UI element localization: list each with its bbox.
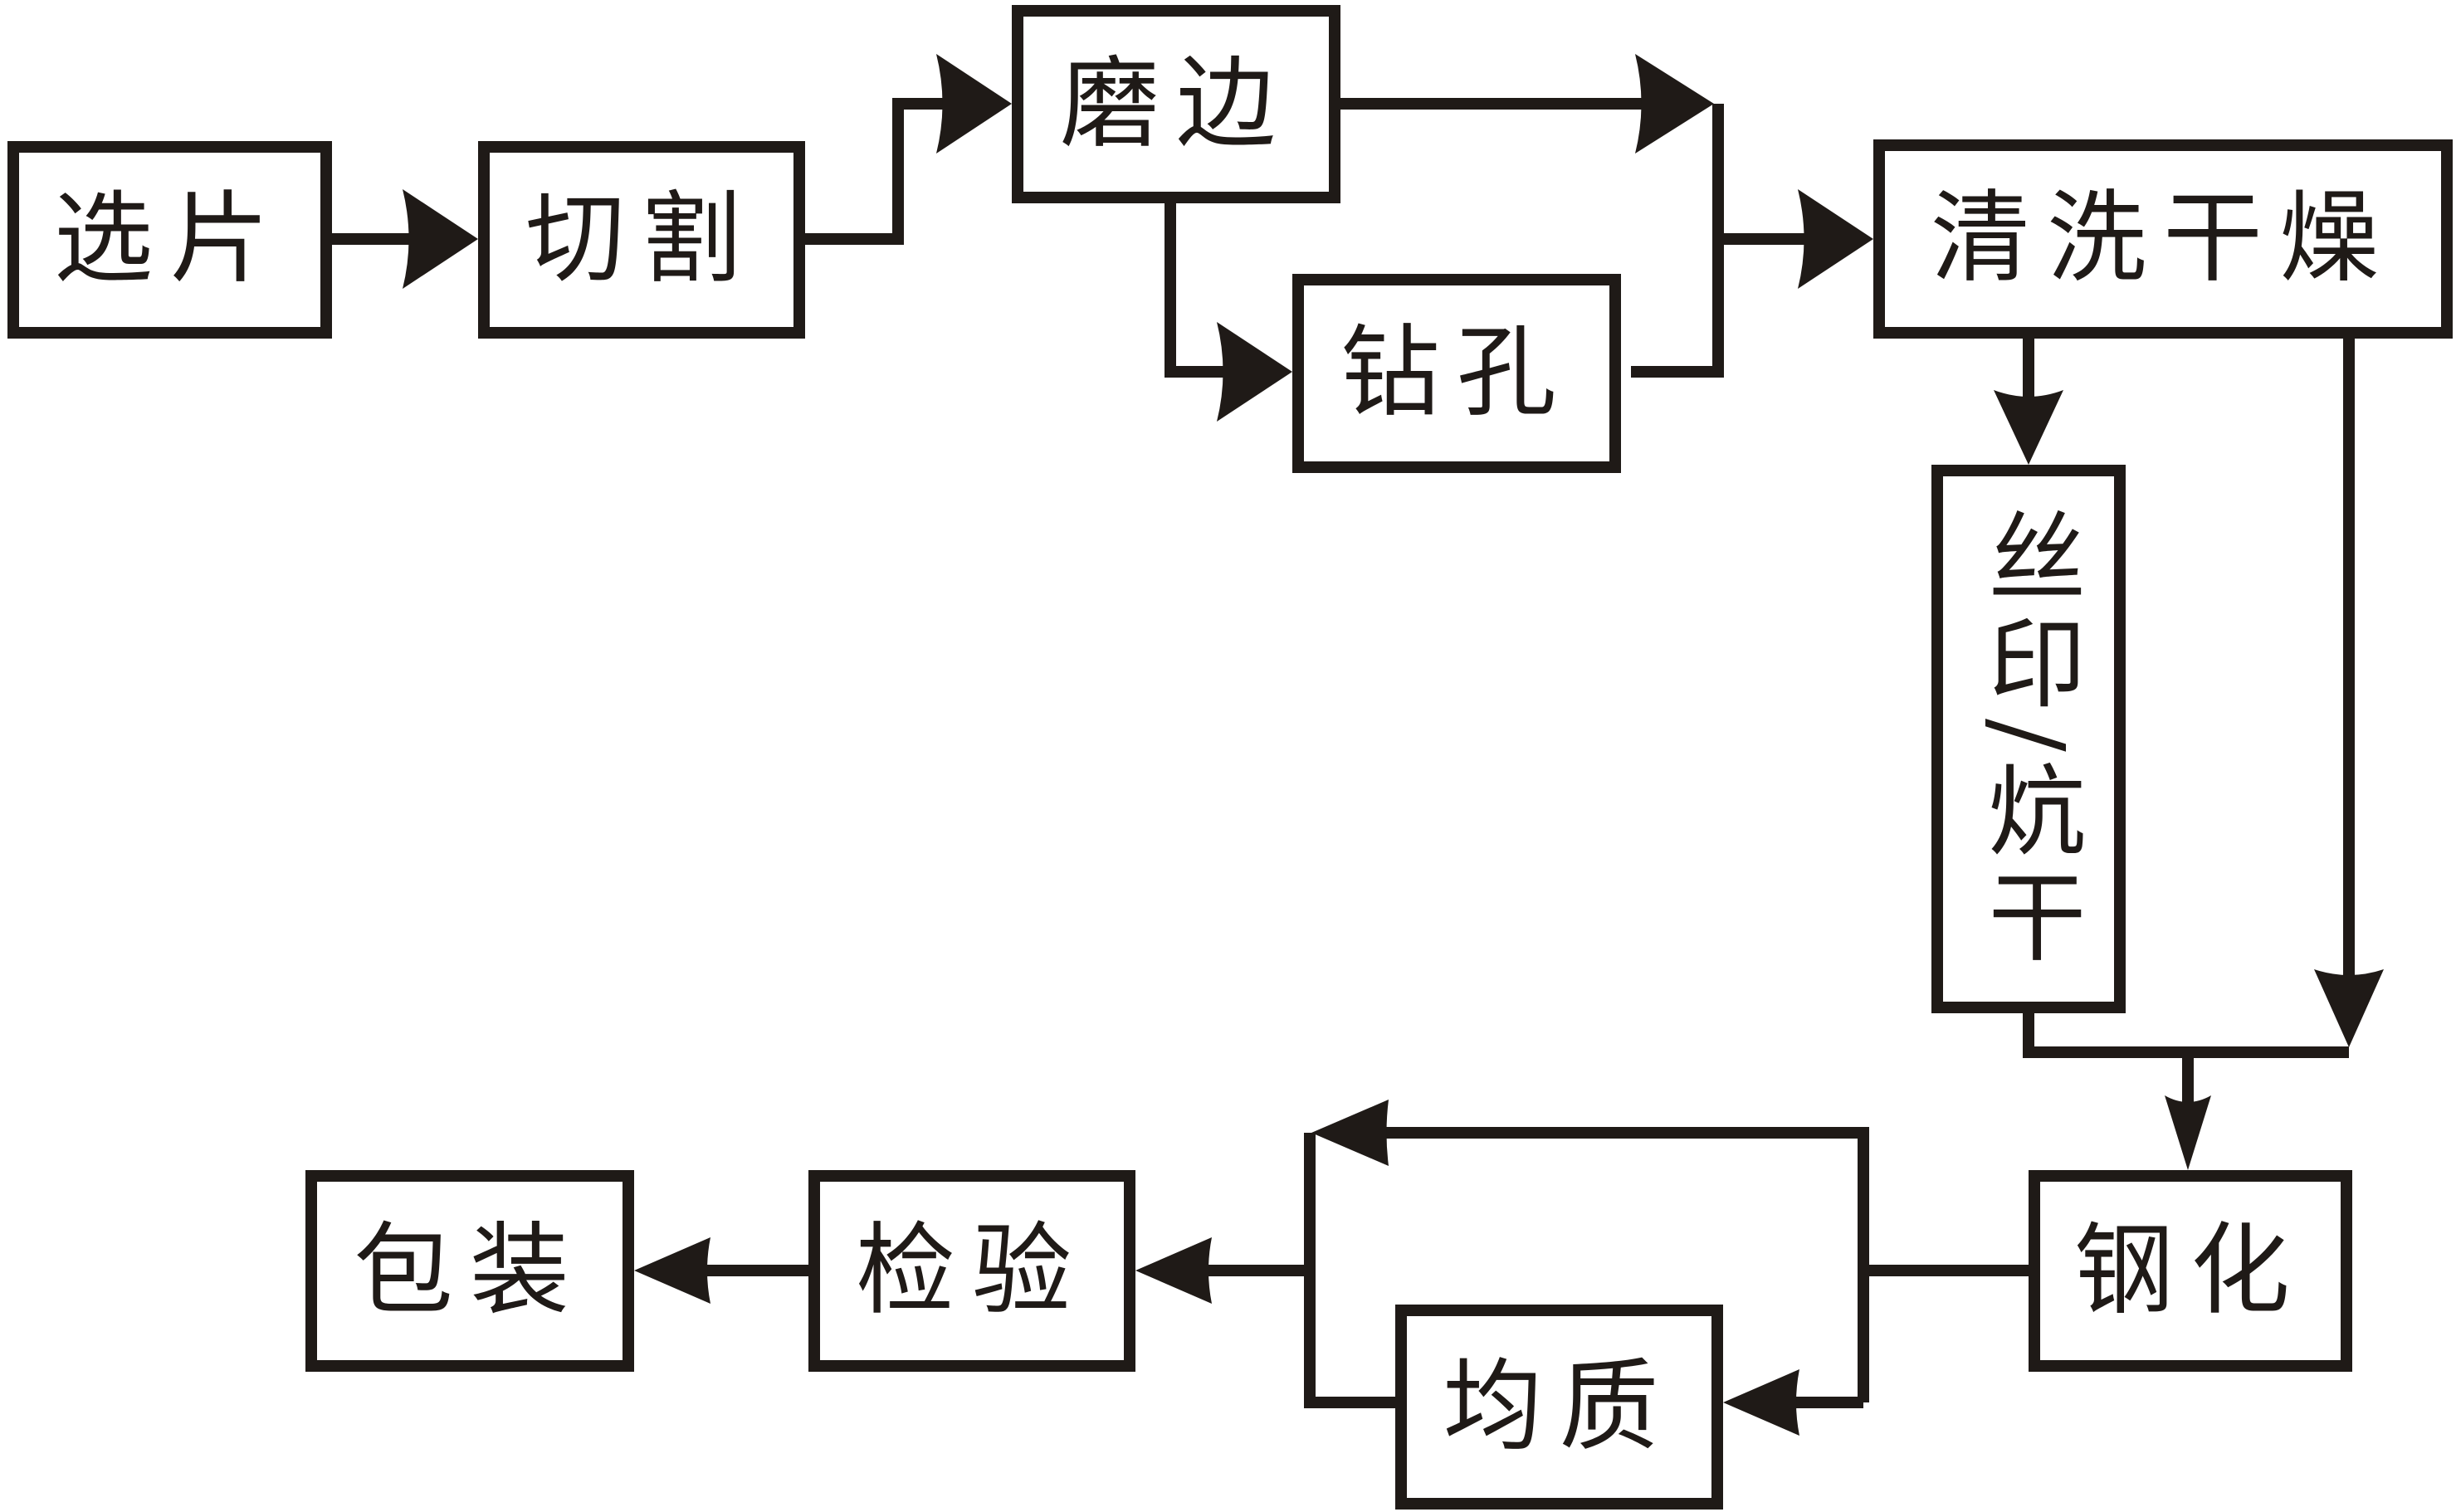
arrowhead-loop-top (1311, 1100, 1389, 1166)
node-silkscreen-baking: 丝印/炕干 (1931, 465, 2126, 1013)
connector-grind-drill (1165, 203, 1228, 378)
node-inspection: 检验 (808, 1170, 1135, 1372)
arrowhead-bypass-down (2314, 969, 2384, 1047)
arrowhead-to-homogenize (1723, 1369, 1799, 1436)
arrowhead-to-print (1994, 390, 2063, 465)
arrowhead-to-cut (403, 189, 478, 289)
node-label: 清洗干燥 (1931, 181, 2395, 296)
node-label: 钢化 (2074, 1212, 2307, 1329)
node-drilling: 钻孔 (1292, 274, 1621, 473)
node-label: 选片 (53, 182, 286, 297)
node-select-sheet: 选片 (7, 141, 332, 339)
node-label: 钻孔 (1340, 315, 1573, 431)
node-cutting: 切割 (478, 141, 805, 339)
arrowhead-to-drill (1217, 322, 1292, 422)
arrowhead-to-temper (2165, 1095, 2211, 1170)
node-label: 切割 (525, 182, 758, 297)
node-tempering: 钢化 (2029, 1170, 2352, 1372)
node-label: 包装 (354, 1212, 586, 1329)
node-packaging: 包装 (305, 1170, 634, 1372)
connector-branch-top (1386, 1127, 1869, 1402)
connector-cut-grind (805, 98, 946, 245)
arrowhead-to-grind (936, 54, 1012, 154)
arrowhead-to-inspect (1135, 1237, 1212, 1304)
node-homogenizing: 均质 (1395, 1305, 1723, 1510)
connector-print-join (2023, 1013, 2349, 1058)
node-label: 磨边 (1060, 46, 1292, 162)
node-cleaning-drying: 清洗干燥 (1873, 139, 2453, 339)
node-label: 丝印/炕干 (1971, 505, 2086, 973)
node-edge-grinding: 磨边 (1012, 5, 1340, 203)
connector-drill-merge (1631, 104, 1724, 378)
node-label: 均质 (1443, 1349, 1676, 1465)
arrowhead-to-clean (1798, 189, 1873, 289)
arrowhead-grind-merge (1635, 54, 1714, 154)
arrowhead-to-package (634, 1237, 710, 1304)
connector-homogenize-left (1304, 1133, 1395, 1408)
node-label: 检验 (856, 1212, 1088, 1329)
